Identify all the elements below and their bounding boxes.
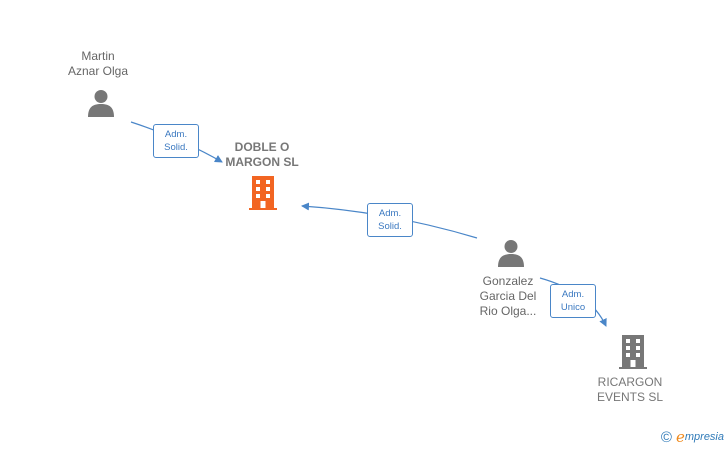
role-line: Adm.: [561, 289, 585, 300]
person-icon[interactable]: [496, 238, 526, 268]
empresia-logo-text: mpresia: [684, 431, 724, 443]
relation-role-gonzalez-ricargon[interactable]: Adm. Unico: [550, 284, 596, 318]
node-label-line: MARGON SL: [225, 155, 299, 169]
node-label-line: Aznar Olga: [67, 64, 129, 78]
node-label-line: RICARGON: [597, 375, 663, 389]
empresia-logo-initial: e: [675, 428, 685, 446]
relation-role-gonzalez-doble[interactable]: Adm. Solid.: [367, 203, 413, 237]
node-label-line: Martin: [81, 49, 115, 63]
node-label-gonzalez[interactable]: Gonzalez Garcia Del Rio Olga...: [458, 274, 558, 319]
role-line: Solid.: [378, 221, 402, 232]
empresia-copyright[interactable]: © e mpresia: [661, 428, 724, 446]
node-label-ricargon-events[interactable]: RICARGON EVENTS SL: [580, 375, 680, 405]
node-label-line: DOBLE O: [234, 140, 290, 154]
role-line: Adm.: [164, 129, 188, 140]
person-icon[interactable]: [86, 88, 116, 118]
building-icon[interactable]: [616, 334, 650, 370]
node-label-line: Gonzalez: [482, 274, 534, 288]
role-line: Adm.: [378, 208, 402, 219]
node-label-line: EVENTS SL: [596, 390, 664, 404]
relation-role-martin-doble[interactable]: Adm. Solid.: [153, 124, 199, 158]
role-line: Unico: [560, 302, 586, 313]
role-line: Solid.: [164, 142, 188, 153]
building-icon[interactable]: [246, 175, 280, 211]
node-label-line: Garcia Del: [479, 289, 537, 303]
node-label-martin[interactable]: Martin Aznar Olga: [48, 49, 148, 79]
node-label-doble-o-margon[interactable]: DOBLE O MARGON SL: [212, 140, 312, 170]
node-label-line: Rio Olga...: [479, 304, 537, 318]
copyright-symbol: ©: [660, 428, 672, 446]
